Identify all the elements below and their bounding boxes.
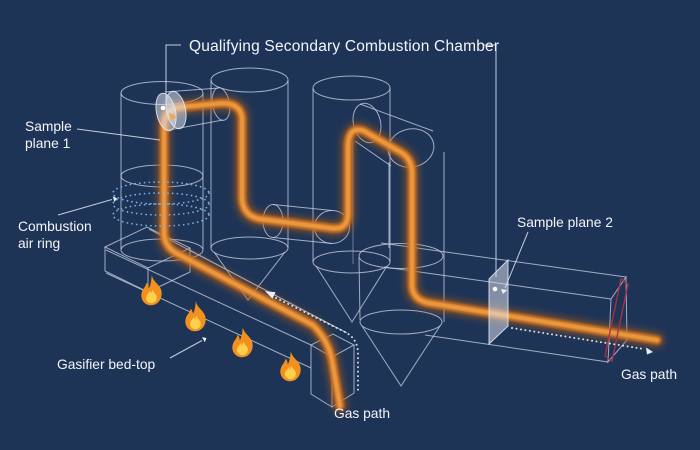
gas-path-inlet-label: Gas path [334, 406, 390, 421]
combustion-air-ring-leader [57, 196, 117, 216]
sample-plane-1-leader [76, 128, 161, 141]
gas-direction-arrow-outlet [511, 327, 653, 355]
combustion-air-ring-label-line2: air ring [18, 236, 60, 251]
sample-plane-1-marker [155, 90, 187, 132]
sample-plane-2-leader [501, 231, 529, 294]
chamber-2-wireframe [210, 67, 289, 301]
gas-direction-arrow-inlet [265, 291, 359, 391]
sample-point-dot-2 [492, 286, 498, 292]
flame-icon [232, 327, 253, 358]
sample-plane-2-marker [488, 258, 509, 346]
combustion-air-ring-label-line1: Combustion [18, 219, 92, 234]
sample-plane-1-label-line2: plane 1 [25, 136, 70, 151]
sample-plane-1-label-line1: Sample [25, 119, 72, 134]
gasifier-bed-top-label: Gasifier bed-top [57, 357, 155, 372]
gas-direction-arrowhead-plane1 [169, 112, 177, 121]
chamber-3-wireframe [312, 75, 391, 323]
flame-icon [141, 275, 162, 306]
gas-path-line [156, 95, 665, 414]
sample-point-dot-1 [160, 105, 166, 111]
flame-icon [185, 301, 206, 332]
sample-plane-2-label: Sample plane 2 [517, 215, 613, 230]
diagram-title: Qualifying Secondary Combustion Chamber [189, 38, 499, 55]
exit-cross-section [604, 277, 629, 363]
gas-path-outlet-label: Gas path [621, 367, 677, 382]
combustion-air-ring [112, 181, 210, 227]
chamber-4-wireframe [358, 152, 445, 387]
gasifier-bed-leader [169, 337, 207, 359]
title-leader-left [165, 44, 181, 103]
title-leader-right [484, 44, 497, 277]
